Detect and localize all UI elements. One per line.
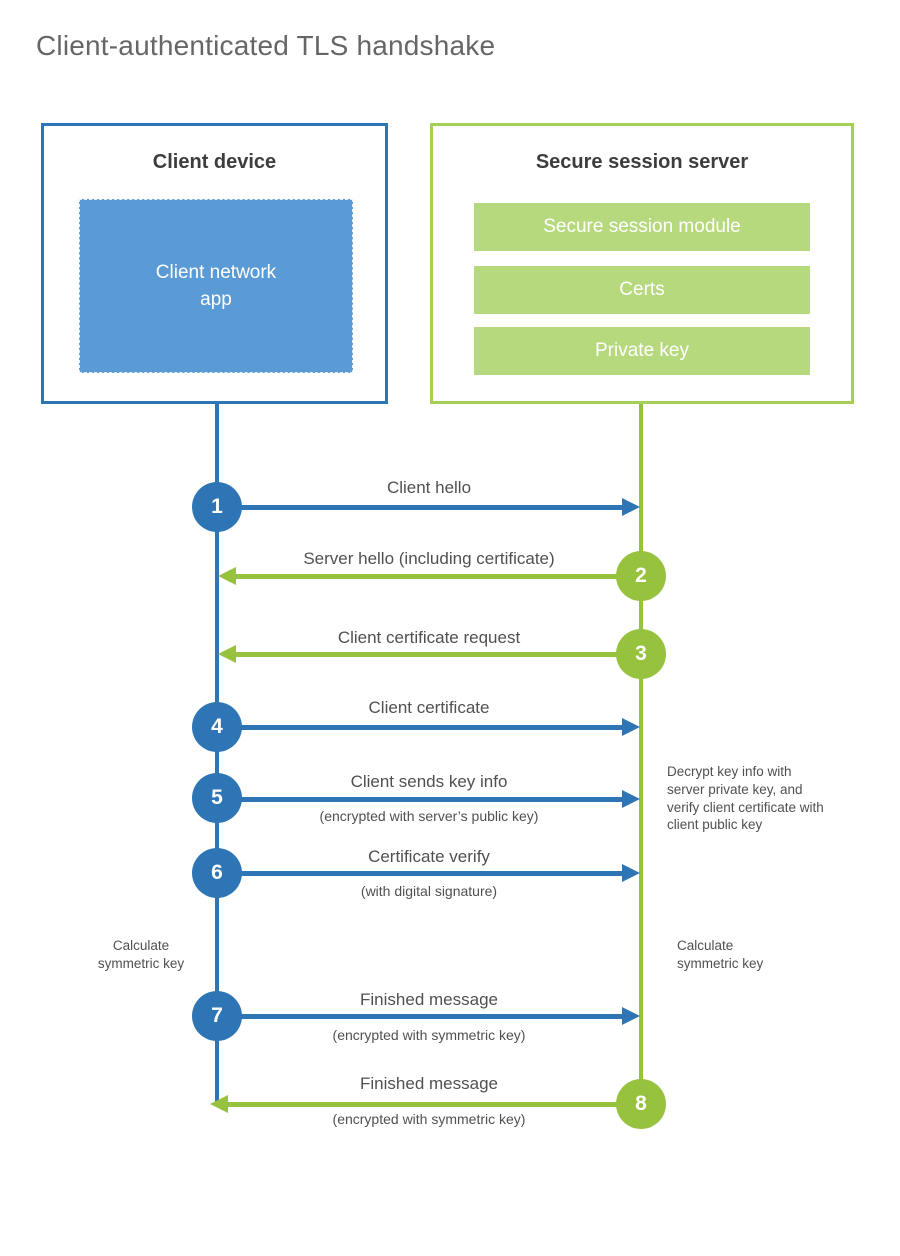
arrow-shaft <box>226 1102 641 1107</box>
message-label-1: Client hello <box>386 478 472 497</box>
arrow-shaft <box>217 797 624 802</box>
arrowhead-left-icon <box>218 645 236 663</box>
page-title: Client-authenticated TLS handshake <box>36 30 496 61</box>
step-circle-4: 4 <box>192 702 242 752</box>
arrow-shaft <box>234 652 641 657</box>
arrow-finished-client <box>217 1007 640 1025</box>
arrow-certificate-verify <box>217 864 640 882</box>
message-label-5: Client sends key info <box>350 772 508 791</box>
message-label-8: Finished message <box>360 1074 498 1093</box>
arrow-shaft <box>217 871 624 876</box>
arrow-client-cert-request <box>218 645 641 663</box>
message-sub-7: (encrypted with symmetric key) <box>332 1027 526 1043</box>
step-circle-3: 3 <box>616 629 666 679</box>
message-label-7: Finished message <box>360 990 498 1009</box>
server-lifeline <box>639 404 643 1104</box>
decrypt-key-note: Decrypt key info with server private key… <box>667 764 824 833</box>
calculate-symmetric-key-note-client: Calculate symmetric key <box>95 937 187 973</box>
client-app-label-line2: app <box>200 289 232 310</box>
arrowhead-right-icon <box>622 864 640 882</box>
arrowhead-right-icon <box>622 790 640 808</box>
arrowhead-right-icon <box>622 1007 640 1025</box>
arrowhead-right-icon <box>622 718 640 736</box>
arrow-client-hello <box>217 498 640 516</box>
client-app-label-line1: Client network <box>155 262 277 283</box>
calc-left-line1: Calculate <box>112 938 170 953</box>
arrow-shaft <box>217 505 624 510</box>
server-title: Secure session server <box>535 151 749 173</box>
arrow-shaft <box>217 1014 624 1019</box>
message-sub-6: (with digital signature) <box>360 883 498 899</box>
arrow-finished-server <box>210 1095 641 1113</box>
arrowhead-left-icon <box>210 1095 228 1113</box>
message-label-2: Server hello (including certificate) <box>303 549 555 568</box>
arrowhead-left-icon <box>218 567 236 585</box>
message-label-4: Client certificate <box>368 698 490 717</box>
server-module-private-key: Private key <box>474 327 810 375</box>
server-module-secure-session: Secure session module <box>474 203 810 251</box>
step-circle-7: 7 <box>192 991 242 1041</box>
arrow-client-certificate <box>217 718 640 736</box>
server-module-certs: Certs <box>474 266 810 314</box>
calculate-symmetric-key-note-server: Calculate symmetric key <box>677 937 797 973</box>
message-label-6: Certificate verify <box>368 847 490 866</box>
arrow-server-hello <box>218 567 641 585</box>
client-device-box: Client device Client network app <box>41 123 388 404</box>
calc-right-line2: symmetric key <box>677 955 764 971</box>
step-circle-6: 6 <box>192 848 242 898</box>
arrow-client-key-info <box>217 790 640 808</box>
client-lifeline <box>215 404 219 1103</box>
arrow-shaft <box>217 725 624 730</box>
arrowhead-right-icon <box>622 498 640 516</box>
message-sub-8: (encrypted with symmetric key) <box>332 1111 526 1127</box>
message-sub-5: (encrypted with server’s public key) <box>319 808 539 824</box>
calc-right-line1: Calculate <box>677 938 734 953</box>
step-circle-2: 2 <box>616 551 666 601</box>
message-label-3: Client certificate request <box>337 628 521 647</box>
step-circle-5: 5 <box>192 773 242 823</box>
client-network-app-panel: Client network app <box>79 199 353 373</box>
step-circle-1: 1 <box>192 482 242 532</box>
arrow-shaft <box>234 574 641 579</box>
secure-session-server-box: Secure session server Secure session mod… <box>430 123 854 404</box>
client-device-title: Client device <box>152 151 277 173</box>
step-circle-8: 8 <box>616 1079 666 1129</box>
calc-left-line2: symmetric key <box>97 955 185 971</box>
